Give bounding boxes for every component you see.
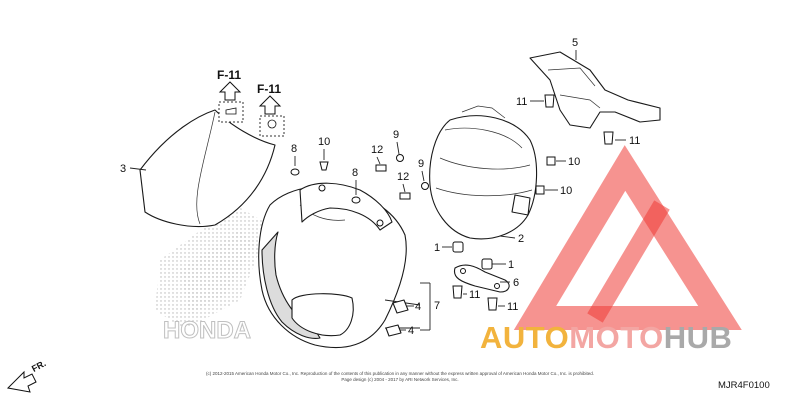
- up-arrow-icon: [218, 81, 242, 101]
- brand-part-hub: HUB: [663, 320, 733, 355]
- part-inner-cowl: [299, 182, 393, 231]
- part-front-cowl: 7: [258, 185, 440, 349]
- part-stay-bracket: 6: [453, 264, 519, 293]
- callout-11: 11: [629, 135, 640, 147]
- diagram-code: MJR4F0100: [718, 380, 770, 391]
- callout-10: 10: [318, 136, 330, 148]
- part-screw: 8 8: [290, 143, 361, 204]
- grommet-icon: [267, 119, 277, 129]
- brand-watermark: AUTOMOTOHUB: [480, 320, 732, 356]
- callout-7: 7: [434, 300, 440, 312]
- up-arrow-icon: [258, 95, 282, 115]
- brand-part-auto: AUTO: [480, 320, 570, 355]
- callout-10: 10: [568, 156, 580, 168]
- callout-3: 3: [120, 163, 126, 175]
- front-direction-arrow-icon: [6, 370, 37, 393]
- frame-ref-label: F-11: [217, 68, 241, 82]
- part-screw-washer: 12 9 12 9: [371, 129, 429, 200]
- frame-ref-left: F-11: [217, 68, 244, 123]
- part-flange-bolt: 11 11 11 11: [452, 94, 640, 313]
- honda-emblem-text: HONDA: [163, 317, 251, 344]
- part-bolt: 10: [318, 136, 330, 171]
- callout-6: 6: [513, 277, 519, 289]
- part-rubber-mount: 1 1: [434, 241, 514, 271]
- part-lens-trim: 4 4: [385, 299, 421, 337]
- callout-1: 1: [434, 242, 440, 254]
- callout-10: 10: [560, 185, 572, 197]
- automotohub-logo-icon: [513, 145, 742, 330]
- callout-1: 1: [508, 259, 514, 271]
- callout-2: 2: [518, 233, 524, 245]
- part-headlight: 2: [429, 105, 538, 245]
- callout-8: 8: [291, 143, 297, 155]
- copyright-line: Page design (c) 2004 - 2017 by ARI Netwo…: [341, 377, 459, 382]
- part-side-bolt: 10 10: [535, 156, 580, 197]
- callout-12: 12: [371, 144, 383, 156]
- frame-ref-right: F-11: [257, 82, 285, 137]
- part-windscreen: 3: [120, 109, 276, 228]
- honda-wing-emblem-icon: HONDA: [155, 205, 270, 345]
- callout-4: 4: [415, 301, 421, 313]
- callout-11: 11: [516, 96, 527, 108]
- callout-5: 5: [572, 37, 578, 49]
- callout-9: 9: [393, 129, 399, 141]
- brand-part-moto: MOTO: [569, 320, 664, 355]
- copyright-line: (c) 2012-2015 American Honda Motor Co., …: [206, 371, 594, 376]
- callout-12: 12: [397, 171, 409, 183]
- callout-11: 11: [507, 301, 518, 313]
- part-upper-stay: 5: [529, 37, 661, 129]
- frame-ref-label: F-11: [257, 82, 281, 96]
- callout-11: 11: [469, 289, 480, 301]
- callout-9: 9: [418, 158, 424, 170]
- copyright-notice: (c) 2012-2015 American Honda Motor Co., …: [200, 371, 600, 383]
- callout-8: 8: [352, 167, 358, 179]
- callout-4: 4: [408, 325, 414, 337]
- clip-icon: [225, 107, 237, 115]
